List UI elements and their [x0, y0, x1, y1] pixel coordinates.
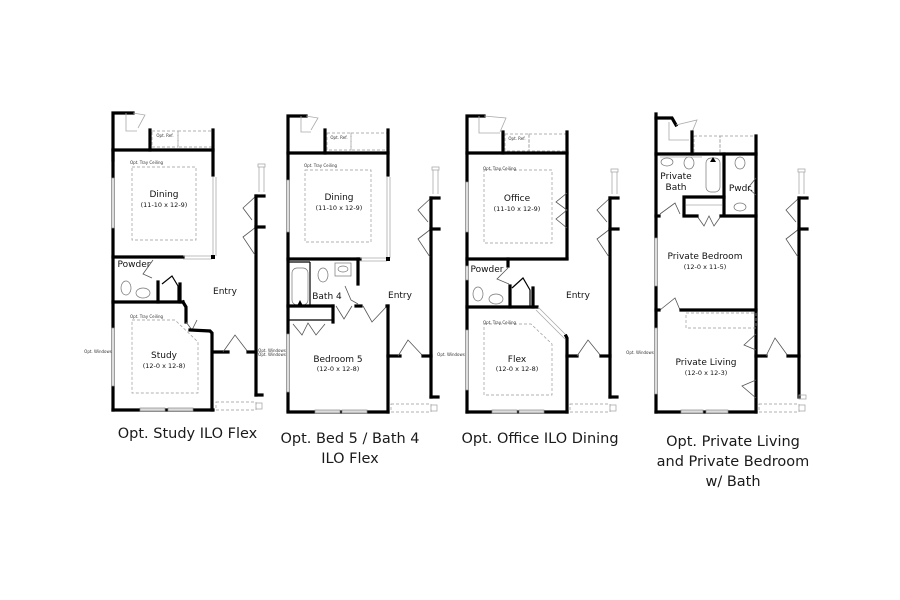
caption-line: Opt. Private Living — [666, 434, 800, 450]
room-powder-label: Powder — [118, 260, 151, 270]
room-bedroom5-dims: (12-0 x 12-8) — [317, 365, 360, 373]
room-office-label: Office — [504, 194, 531, 204]
room-powder-label: Powder — [471, 265, 504, 275]
room-office-dims: (11-10 x 12-9) — [494, 205, 541, 213]
room-private-bath-label-1: Private — [660, 172, 692, 182]
tray-ceiling-note: Opt. Tray Ceiling — [130, 314, 164, 319]
room-private-living-label: Private Living — [676, 358, 737, 368]
caption-line: Opt. Office ILO Dining — [461, 431, 619, 447]
opt-ref-note: Opt. Ref. — [156, 133, 173, 138]
caption-line: Opt. Bed 5 / Bath 4 — [280, 431, 420, 447]
opt-windows-note: Opt. Windows — [258, 352, 286, 357]
opt-windows-note: Opt. Windows — [258, 348, 286, 353]
room-pwdr-label: Pwdr. — [729, 184, 753, 194]
opt-windows-note: Opt. Windows — [84, 349, 112, 354]
room-dining-label: Dining — [324, 193, 353, 203]
tray-ceiling-note: Opt. Tray Ceiling — [483, 166, 517, 171]
room-private-living-dims: (12-0 x 12-3) — [685, 369, 728, 377]
caption-line: Opt. Study ILO Flex — [117, 426, 258, 442]
opt-windows-note: Opt. Windows — [626, 350, 654, 355]
room-dining-dims: (11-10 x 12-9) — [316, 204, 363, 212]
room-dining-dims: (11-10 x 12-9) — [141, 201, 188, 209]
caption-bed5-bath4: Opt. Bed 5 / Bath 4 ILO Flex — [270, 429, 430, 469]
room-flex-label: Flex — [508, 355, 527, 365]
opt-ref-note: Opt. Ref. — [508, 136, 525, 141]
caption-line: and Private Bedroom — [656, 454, 810, 470]
room-entry-label: Entry — [213, 287, 238, 297]
room-flex-dims: (12-0 x 12-8) — [496, 365, 539, 373]
caption-office-ilo-dining: Opt. Office ILO Dining — [450, 429, 630, 449]
room-private-bath-label-2: Bath — [666, 183, 687, 193]
room-study-label: Study — [151, 351, 178, 361]
room-study-dims: (12-0 x 12-8) — [143, 362, 186, 370]
tray-ceiling-note: Opt. Tray Ceiling — [483, 320, 517, 325]
opt-ref-note: Opt. Ref. — [330, 135, 347, 140]
caption-line: ILO Flex — [321, 451, 379, 467]
room-private-bedroom-dims: (12-0 x 11-5) — [684, 263, 727, 271]
tray-ceiling-note: Opt. Tray Ceiling — [304, 163, 338, 168]
room-dining-label: Dining — [149, 190, 178, 200]
room-bath4-label: Bath 4 — [312, 292, 342, 302]
tray-ceiling-note: Opt. Tray Ceiling — [130, 160, 164, 165]
caption-line: w/ Bath — [705, 474, 761, 490]
opt-windows-note: Opt. Windows — [437, 352, 465, 357]
room-bedroom5-label: Bedroom 5 — [313, 355, 362, 365]
room-entry-label: Entry — [388, 291, 413, 301]
room-private-bedroom-label: Private Bedroom — [668, 252, 743, 262]
room-entry-label: Entry — [566, 291, 591, 301]
caption-study-ilo-flex: Opt. Study ILO Flex — [100, 424, 275, 444]
caption-private-suite: Opt. Private Living and Private Bedroom … — [648, 432, 818, 492]
